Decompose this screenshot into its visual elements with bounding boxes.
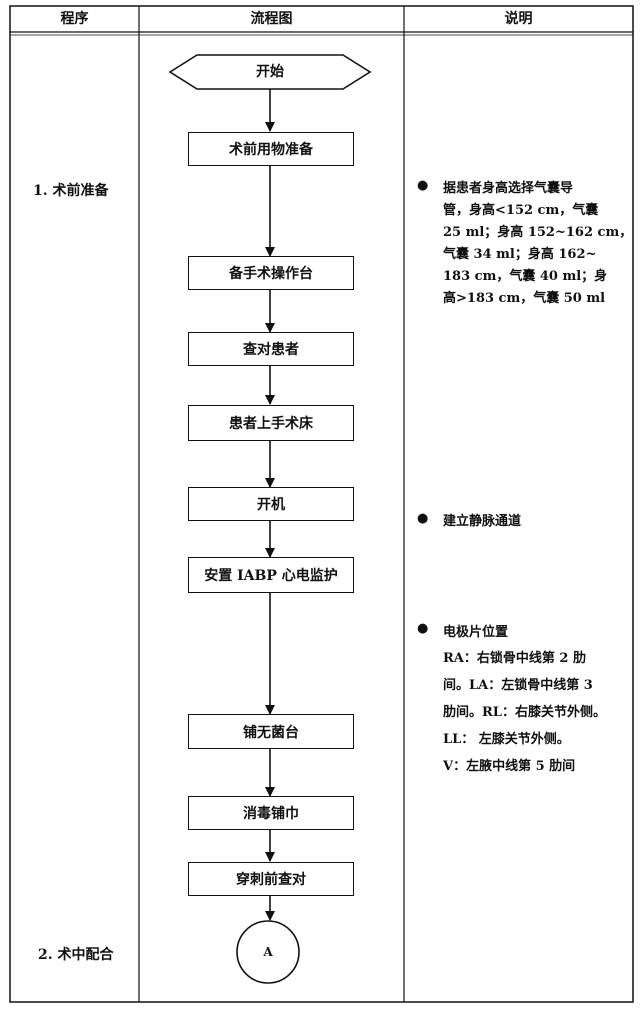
procedure-intraop: 2. 术中配合 (38, 947, 114, 963)
header-notes: 说明 (504, 11, 533, 27)
note-venous-access: ● 建立静脉通道 (417, 511, 625, 533)
step-iabp-ecg: 安置 IABP 心电监护 (188, 557, 354, 593)
step-prepare-table: 备手术操作台 (188, 256, 354, 290)
procedure-preop: 1. 术前准备 (33, 183, 109, 199)
note-line: 肋间。RL：右膝关节外侧。 (443, 705, 606, 720)
note-line: 气囊 34 ml；身高 162~ (443, 247, 597, 262)
step-patient-on-bed: 患者上手术床 (188, 405, 354, 441)
bullet-icon: ● (417, 178, 429, 193)
bullet-icon: ● (417, 511, 429, 526)
note-line: LL： 左膝关节外侧。 (443, 732, 570, 747)
note-line: 25 ml；身高 152~162 cm， (443, 225, 633, 240)
note-line: RA：右锁骨中线第 2 肋 (443, 651, 586, 666)
note-line: 高>183 cm，气囊 50 ml (443, 291, 606, 306)
note-line: 据患者身高选择气囊导 (443, 181, 574, 196)
note-line: 管，身高<152 cm，气囊 (443, 203, 599, 218)
step-preprocedure-check: 穿刺前查对 (188, 862, 354, 896)
note-line: 建立静脉通道 (443, 514, 522, 529)
step-preop-supplies: 术前用物准备 (188, 132, 354, 166)
note-line: 183 cm，气囊 40 ml；身 (443, 269, 608, 284)
note-electrode-position: ● 电极片位置 RA：右锁骨中线第 2 肋 间。LA：左锁骨中线第 3 肋间。R… (417, 621, 625, 780)
step-power-on: 开机 (188, 487, 354, 521)
header-flowchart: 流程图 (250, 11, 293, 27)
note-balloon-size: ● 据患者身高选择气囊导 管，身高<152 cm，气囊 25 ml；身高 152… (417, 178, 633, 310)
note-title: 电极片位置 (443, 625, 509, 640)
connector-label: A (263, 945, 273, 959)
step-disinfect-drape: 消毒铺巾 (188, 796, 354, 830)
start-shape (168, 54, 372, 90)
table-border (9, 5, 634, 1003)
bullet-icon: ● (417, 621, 429, 636)
step-verify-patient: 查对患者 (188, 332, 354, 366)
note-line: V：左腋中线第 5 肋间 (443, 759, 576, 774)
note-line: 间。LA：左锁骨中线第 3 (443, 678, 593, 693)
step-sterile-table: 铺无菌台 (188, 714, 354, 749)
header-procedure: 程序 (60, 11, 89, 27)
start-label: 开始 (256, 64, 284, 80)
connector-circle (236, 920, 300, 984)
